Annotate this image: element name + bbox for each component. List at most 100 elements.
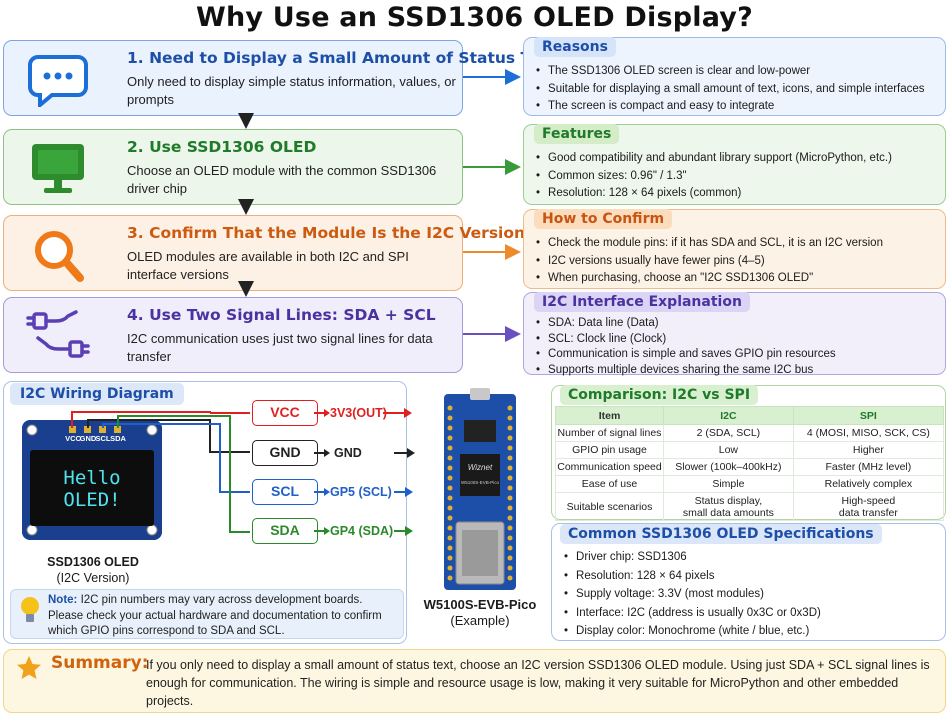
monitor-icon — [32, 144, 84, 193]
table-cell: Simple — [663, 475, 794, 493]
reasons-title: Reasons — [534, 37, 616, 57]
pin-label-scl: SCL — [96, 434, 111, 443]
pin-label-sda: SDA — [110, 434, 126, 443]
step-2-card: 2. Use SSD1306 OLED Choose an OLED modul… — [3, 129, 463, 205]
summary-label: Summary: — [51, 653, 149, 673]
wiring-title: I2C Wiring Diagram — [10, 383, 184, 405]
chip-brand: Wiznet — [468, 463, 493, 472]
table-cell: Low — [663, 441, 794, 459]
note-box — [10, 589, 404, 639]
note-body: I2C pin numbers may vary across developm… — [48, 594, 382, 637]
step-3-card: 3. Confirm That the Module Is the I2C Ve… — [3, 215, 525, 291]
wire-gnd — [87, 419, 250, 453]
list-item: I2C versions usually have fewer pins (4–… — [536, 253, 883, 271]
board-sub: (Example) — [450, 613, 510, 628]
table-cell: Ease of use — [555, 475, 664, 493]
target-gnd: GND — [334, 446, 362, 460]
i2c-title: I2C Interface Explanation — [534, 292, 750, 312]
step-1-text: Only need to display simple status infor… — [127, 74, 456, 107]
board-name: W5100S-EVB-Pico — [423, 597, 537, 612]
table-cell: Communication speed — [555, 458, 664, 476]
header-item: Item — [555, 406, 664, 425]
step-2-text: Choose an OLED module with the common SS… — [127, 163, 437, 196]
usb-port — [470, 388, 490, 400]
list-item: Resolution: 128 × 64 pixels — [564, 567, 821, 586]
list-item: Driver chip: SSD1306 — [564, 548, 821, 567]
target-scl: GP5 (SCL) — [330, 485, 392, 499]
w5100s-chip — [460, 454, 500, 496]
list-item: Supply voltage: 3.3V (most modules) — [564, 585, 821, 604]
list-item: Supports multiple devices sharing the sa… — [536, 363, 836, 379]
screen-line-1: Hello — [63, 467, 120, 489]
step-3-text: OLED modules are available in both I2C a… — [127, 249, 409, 282]
screen-line-2: OLED! — [63, 489, 120, 511]
table-cell: High-speed data transfer — [792, 492, 945, 521]
lightbulb-icon — [21, 597, 39, 622]
list-item: When purchasing, choose an "I2C SSD1306 … — [536, 270, 883, 288]
features-title: Features — [534, 124, 620, 144]
list-item: Communication is simple and saves GPIO p… — [536, 347, 836, 363]
list-item: The screen is compact and easy to integr… — [536, 98, 925, 116]
wire-sda — [117, 415, 250, 533]
step-4-card: 4. Use Two Signal Lines: SDA + SCL I2C c… — [3, 297, 463, 373]
table-cell: GPIO pin usage — [555, 441, 664, 459]
oled-name: SSD1306 OLED — [47, 555, 139, 569]
table-cell: Relatively complex — [792, 475, 945, 493]
step-2-heading: 2. Use SSD1306 OLED — [127, 138, 317, 156]
specs-title: Common SSD1306 OLED Specifications — [560, 524, 882, 544]
page-title: Why Use an SSD1306 OLED Display? — [196, 2, 753, 33]
summary-text: If you only need to display a small amou… — [146, 658, 930, 708]
list-item: SDA: Data line (Data) — [536, 316, 836, 332]
star-icon — [17, 656, 41, 679]
target-sda: GP4 (SDA) — [330, 524, 394, 538]
header-spi: SPI — [792, 406, 945, 425]
pin-scl: SCL — [252, 479, 318, 505]
table-cell: 2 (SDA, SCL) — [663, 424, 794, 442]
pico-board: Wiznet W5100S-EVB-Pico — [444, 388, 516, 590]
features-box: Features Good compatibility and abundant… — [523, 124, 946, 205]
step-1-card: 1. Need to Display a Small Amount of Sta… — [3, 40, 557, 116]
chat-bubble-icon — [28, 55, 88, 107]
step-4-text: I2C communication uses just two signal l… — [127, 331, 433, 364]
pin-gnd: GND — [252, 440, 318, 466]
oled-screen — [30, 450, 154, 526]
table-cell: Status display, small data amounts — [663, 492, 794, 521]
list-item: SCL: Clock line (Clock) — [536, 332, 836, 348]
list-item: Display color: Monochrome (white / blue,… — [564, 622, 821, 641]
table-cell: Number of signal lines — [555, 424, 664, 442]
pin-vcc: VCC — [252, 400, 318, 426]
list-item: Suitable for displaying a small amount o… — [536, 81, 925, 99]
table-cell: Higher — [792, 441, 945, 459]
list-item: Common sizes: 0.96" / 1.3" — [536, 168, 892, 186]
list-item: The SSD1306 OLED screen is clear and low… — [536, 63, 925, 81]
pin-label-gnd: GND — [80, 434, 97, 443]
table-cell: 4 (MOSI, MISO, SCK, CS) — [792, 424, 945, 442]
list-item: Resolution: 128 × 64 pixels (common) — [536, 185, 892, 203]
pin-label-vcc: VCC — [65, 434, 81, 443]
step-4-heading: 4. Use Two Signal Lines: SDA + SCL — [127, 306, 436, 324]
header-i2c: I2C — [663, 406, 794, 425]
reasons-box: Reasons The SSD1306 OLED screen is clear… — [523, 37, 946, 116]
comparison-title: Comparison: I2C vs SPI — [560, 385, 759, 405]
step-3-heading: 3. Confirm That the Module Is the I2C Ve… — [127, 224, 526, 242]
note-text: Note: I2C pin numbers may vary across de… — [48, 593, 398, 640]
note-label: Note: — [48, 594, 78, 606]
plug-cable-icon — [26, 310, 90, 358]
confirm-title: How to Confirm — [534, 209, 673, 229]
step-1-heading: 1. Need to Display a Small Amount of Sta… — [127, 49, 557, 67]
list-item: Interface: I2C (address is usually 0x3C … — [564, 604, 821, 623]
i2c-explanation-box: I2C Interface Explanation SDA: Data line… — [523, 292, 946, 376]
table-cell: Faster (MHz level) — [792, 458, 945, 476]
list-item: Good compatibility and abundant library … — [536, 150, 892, 168]
summary-box — [3, 649, 946, 713]
table-cell: Suitable scenarios — [555, 492, 664, 521]
oled-sub: (I2C Version) — [56, 571, 130, 585]
board-silk-label: W5100S-EVB-Pico — [461, 480, 500, 485]
